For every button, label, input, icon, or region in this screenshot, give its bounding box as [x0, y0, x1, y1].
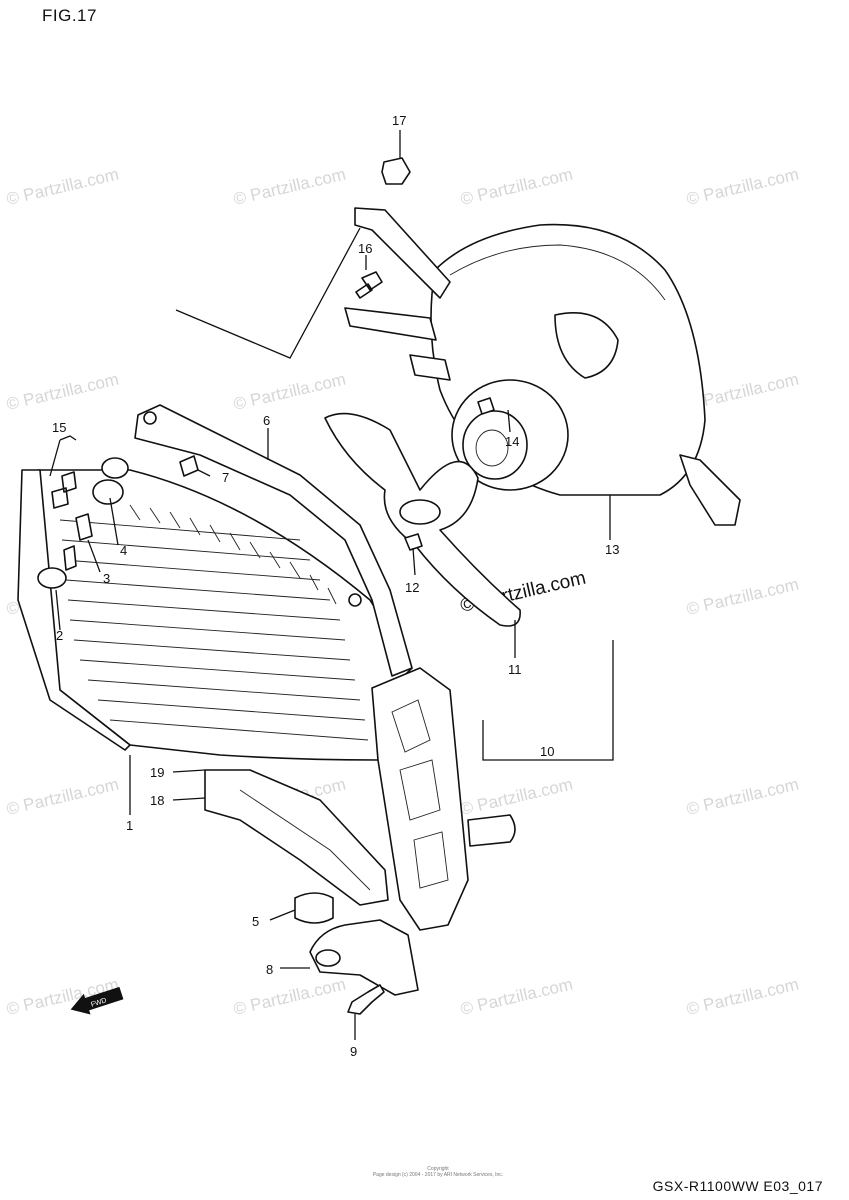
watermark: © Partzilla.com: [459, 775, 575, 819]
watermark: © Partzilla.com: [685, 975, 801, 1019]
watermark: © Partzilla.com: [5, 775, 121, 819]
callout-6: 6: [263, 413, 270, 428]
callout-18: 18: [150, 793, 164, 808]
callout-17: 17: [392, 113, 406, 128]
grommet-4b: [101, 457, 129, 479]
callout-8: 8: [266, 962, 273, 977]
callout-5: 5: [252, 914, 259, 929]
leader-lines: [49, 130, 614, 1040]
figure-title: FIG.17: [42, 6, 97, 25]
upper-bracket: [134, 404, 413, 677]
callout-19: 19: [150, 765, 164, 780]
copyright-note: Copyright Page design (c) 2004 - 2017 by…: [368, 1166, 508, 1178]
grommet-4: [92, 479, 124, 505]
callout-13: 13: [605, 542, 619, 557]
watermark: © Partzilla.com: [459, 165, 575, 209]
fwd-label: FWD: [90, 997, 107, 1009]
callout-16: 16: [358, 241, 372, 256]
callout-2: 2: [56, 628, 63, 643]
callout-10: 10: [540, 744, 554, 759]
callout-11: 11: [508, 662, 522, 677]
small-parts: [37, 157, 495, 1015]
copyright-line-1: Copyright: [427, 1166, 449, 1172]
screw-14: [477, 397, 495, 415]
grommet-2: [37, 567, 67, 589]
fwd-arrow-icon: FWD: [70, 986, 124, 1015]
watermark: © Partzilla.com: [685, 775, 801, 819]
radiator-fins: [59, 504, 369, 741]
watermark: © Partzilla.com: [685, 575, 801, 619]
grommet-5: [294, 892, 334, 924]
watermark: © Partzilla.com: [232, 370, 348, 414]
screw-12: [404, 533, 423, 551]
collar-3: [75, 513, 93, 541]
model-code: GSX-R1100WW E03_017: [652, 1178, 823, 1194]
watermark: © Partzilla.com: [232, 975, 348, 1019]
callout-9: 9: [350, 1044, 357, 1059]
radiator-core: [17, 469, 413, 761]
radiator-side-tank: [371, 667, 516, 931]
callout-1: 1: [126, 818, 133, 833]
callout-7: 7: [222, 470, 229, 485]
watermark: © Partzilla.com: [685, 165, 801, 209]
watermark: © Partzilla.com: [5, 370, 121, 414]
bolt-9: [347, 984, 385, 1015]
callout-12: 12: [405, 580, 419, 595]
nut-17: [381, 157, 411, 185]
callout-3: 3: [103, 571, 110, 586]
bolt-15: [51, 471, 77, 509]
bolt-7: [179, 455, 199, 477]
lower-shroud: [204, 769, 389, 906]
callout-labels: 1 2 3 4 5 6 7 8 9 10 11 12 13 14 15 16 1…: [52, 113, 619, 1059]
watermark: © Partzilla.com: [5, 165, 121, 209]
bolt-2: [63, 545, 77, 571]
callout-4: 4: [120, 543, 127, 558]
copyright-line-2: Page design (c) 2004 - 2017 by ARI Netwo…: [372, 1172, 504, 1178]
callout-15: 15: [52, 420, 66, 435]
fan-blade: [324, 412, 521, 627]
bolt-16: [355, 271, 383, 299]
watermark: © Partzilla.com: [232, 165, 348, 209]
watermark: © Partzilla.com: [459, 975, 575, 1019]
bracket-8: [309, 919, 419, 996]
callout-14: 14: [505, 434, 519, 449]
